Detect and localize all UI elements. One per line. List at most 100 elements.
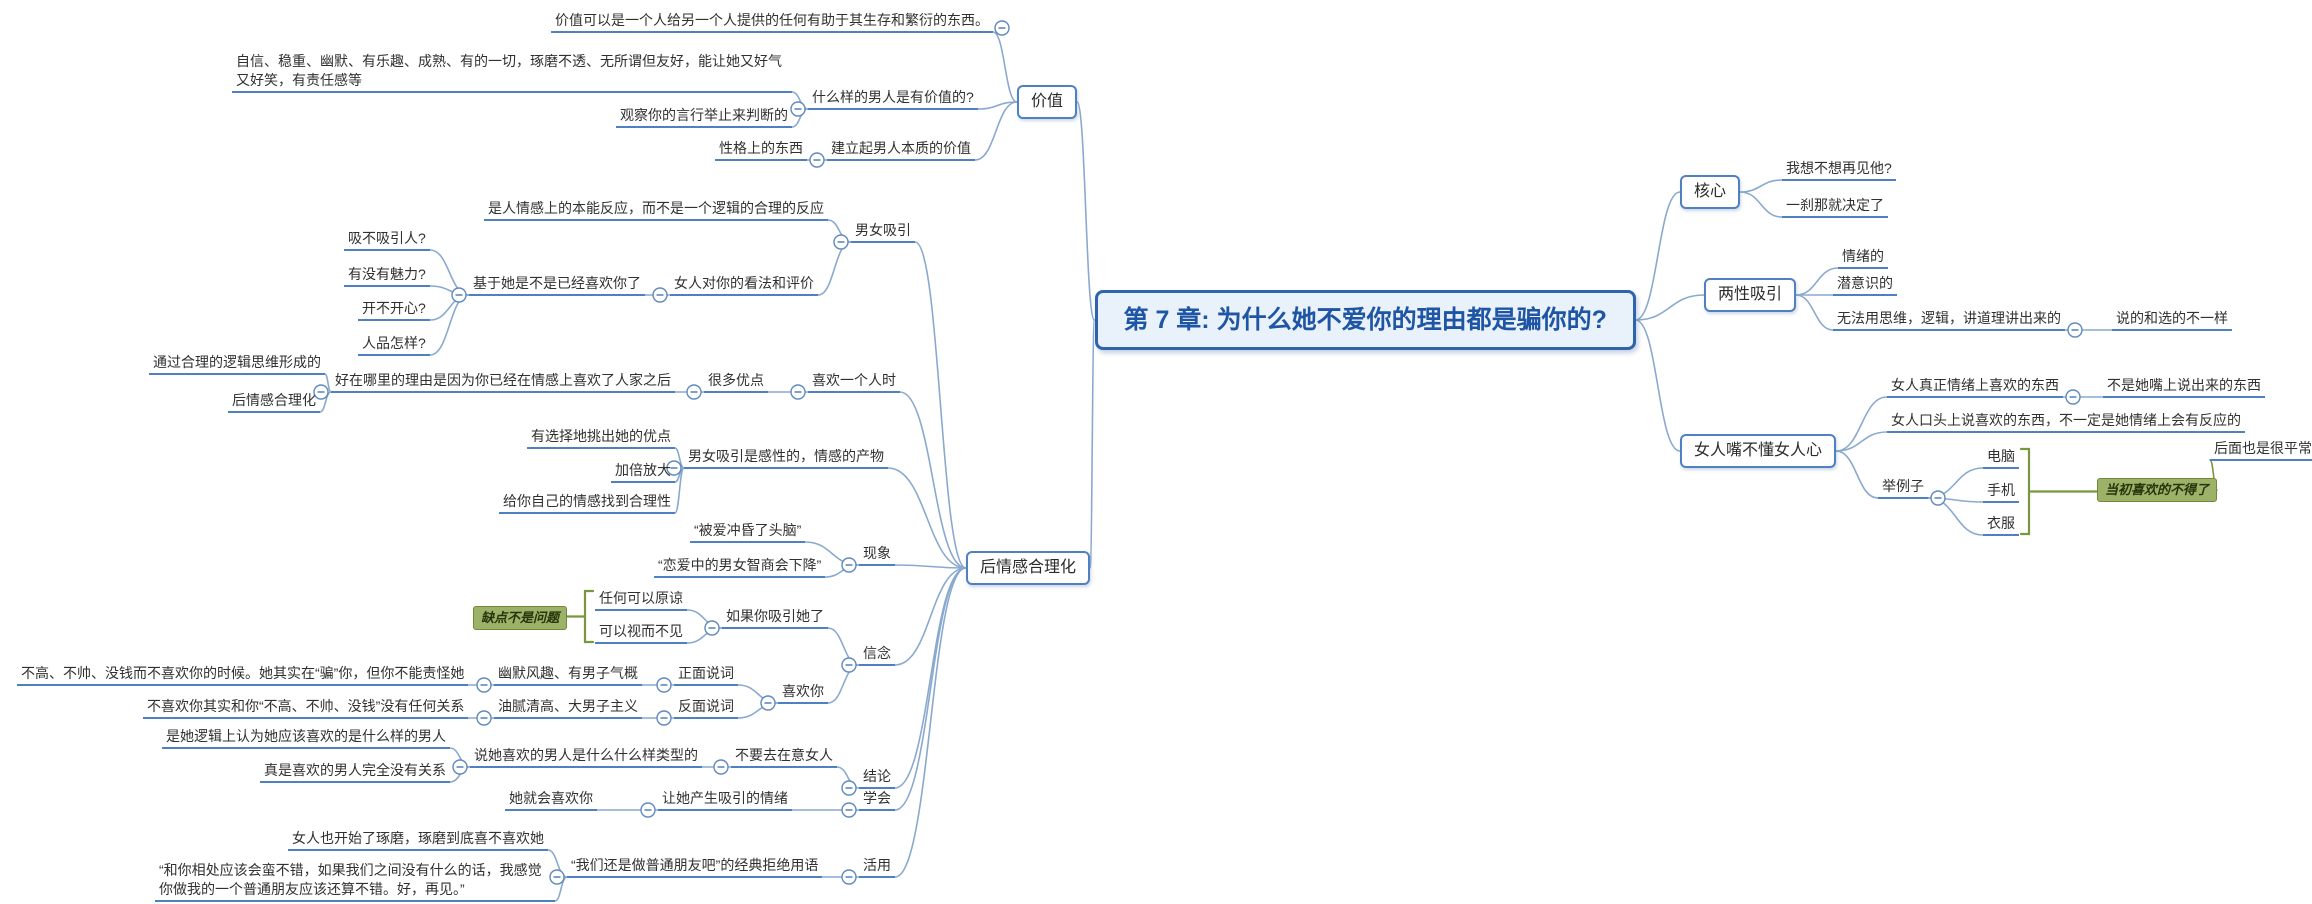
topic-xh[interactable]: 学会: [859, 789, 895, 811]
collapse-icon[interactable]: [2067, 322, 2083, 338]
topic-hexin[interactable]: 核心: [1680, 175, 1741, 209]
collapse-icon[interactable]: [809, 152, 825, 168]
topic-liangxing[interactable]: 两性吸引: [1704, 278, 1797, 312]
topic-l2[interactable]: 潜意识的: [1833, 274, 1897, 296]
topic-ph2[interactable]: “恋爱中的男女智商会下降”: [654, 556, 826, 578]
collapse-icon[interactable]: [713, 759, 729, 775]
topic-m1b1[interactable]: 基于她是不是已经喜欢你了: [469, 274, 645, 296]
collapse-icon[interactable]: [790, 384, 806, 400]
topic-ph1[interactable]: “被爱冲昏了头脑”: [690, 521, 806, 543]
collapse-icon[interactable]: [841, 780, 857, 796]
topic-bl2b1[interactable]: 油腻清高、大男子主义: [494, 697, 642, 719]
topic-bl[interactable]: 信念: [859, 644, 895, 666]
topic-n2[interactable]: 女人口头上说喜欢的东西，不一定是她情绪上会有反应的: [1887, 411, 2245, 433]
topic-m1b1a[interactable]: 吸不吸引人?: [344, 229, 430, 251]
collapse-icon[interactable]: [841, 802, 857, 818]
collapse-icon[interactable]: [656, 710, 672, 726]
collapse-icon[interactable]: [841, 869, 857, 885]
topic-m1a[interactable]: 是人情感上的本能反应，而不是一个逻辑的合理的反应: [484, 199, 828, 221]
collapse-icon[interactable]: [841, 557, 857, 573]
topic-v1[interactable]: 价值可以是一个人给另一个人提供的任何有助于其生存和繁衍的东西。: [551, 11, 993, 33]
topic-cl1a2[interactable]: 真是喜欢的男人完全没有关系: [260, 761, 450, 783]
collapse-icon[interactable]: [451, 287, 467, 303]
topic-bl2b[interactable]: 反面说词: [674, 697, 738, 719]
collapse-icon[interactable]: [549, 869, 565, 885]
topic-v3[interactable]: 建立起男人本质的价值: [827, 139, 975, 161]
topic-g1[interactable]: 男女吸引是感性的，情感的产物: [684, 447, 888, 469]
topic-v2[interactable]: 什么样的男人是有价值的?: [808, 88, 978, 110]
collapse-icon[interactable]: [652, 287, 668, 303]
topic-nvren[interactable]: 女人嘴不懂女人心: [1680, 434, 1837, 468]
topic-hy1a[interactable]: 女人也开始了琢磨，琢磨到底喜不喜欢她: [288, 829, 548, 851]
collapse-icon[interactable]: [2065, 389, 2081, 405]
collapse-icon[interactable]: [841, 657, 857, 673]
topic-l1[interactable]: 情绪的: [1838, 247, 1888, 269]
topic-v2a[interactable]: 自信、稳重、幽默、有乐趣、成熟、有的一切，琢磨不透、无所谓但友好，能让她又好气又…: [232, 52, 792, 93]
branch-connector: [1835, 431, 1888, 452]
collapse-icon[interactable]: [666, 460, 682, 476]
topic-m1b1b[interactable]: 有没有魅力?: [344, 265, 430, 287]
collapse-icon[interactable]: [686, 384, 702, 400]
topic-v2b[interactable]: 观察你的言行举止来判断的: [616, 106, 792, 128]
topic-l3a[interactable]: 说的和选的不一样: [2112, 309, 2232, 331]
topic-x1a[interactable]: 很多优点: [704, 371, 768, 393]
collapse-icon[interactable]: [640, 802, 656, 818]
topic-n4[interactable]: 后面也是很平常: [2210, 439, 2312, 461]
topic-bl1b[interactable]: 可以视而不见: [595, 622, 687, 644]
topic-n3a[interactable]: 电脑: [1983, 447, 2019, 469]
collapse-icon[interactable]: [313, 384, 329, 400]
topic-green1[interactable]: 缺点不是问题: [473, 606, 568, 630]
topic-cl1a[interactable]: 说她喜欢的男人是什么什么样类型的: [470, 746, 702, 768]
topic-bl2a1[interactable]: 幽默风趣、有男子气概: [494, 664, 642, 686]
topic-ph[interactable]: 现象: [859, 544, 895, 566]
topic-cl1a1[interactable]: 是她逻辑上认为她应该喜欢的是什么样的男人: [162, 727, 450, 749]
topic-hy[interactable]: 活用: [859, 856, 895, 878]
topic-x1a1c2[interactable]: 后情感合理化: [228, 391, 320, 413]
topic-l3[interactable]: 无法用思维，逻辑，讲道理讲出来的: [1833, 309, 2065, 331]
topic-bl2b1a[interactable]: 不喜欢你其实和你“不高、不帅、没钱”没有任何关系: [143, 697, 469, 719]
topic-v3a[interactable]: 性格上的东西: [715, 139, 807, 161]
topic-m1b[interactable]: 女人对你的看法和评价: [670, 274, 818, 296]
topic-g1c[interactable]: 给你自己的情感找到合理性: [499, 492, 675, 514]
topic-g1a[interactable]: 有选择地挑出她的优点: [527, 427, 675, 449]
topic-n1[interactable]: 女人真正情绪上喜欢的东西: [1887, 376, 2063, 398]
topic-hy1b[interactable]: “和你相处应该会蛮不错，如果我们之间没有什么的话，我感觉你做我的一个普通朋友应该…: [155, 861, 555, 902]
collapse-icon[interactable]: [452, 759, 468, 775]
collapse-icon[interactable]: [476, 710, 492, 726]
topic-n3c[interactable]: 衣服: [1983, 514, 2019, 536]
topic-n1a[interactable]: 不是她嘴上说出来的东西: [2103, 376, 2265, 398]
topic-houqinggan[interactable]: 后情感合理化: [966, 551, 1091, 585]
topic-jiazhi[interactable]: 价值: [1017, 85, 1078, 119]
collapse-icon[interactable]: [476, 677, 492, 693]
collapse-icon[interactable]: [656, 677, 672, 693]
collapse-icon[interactable]: [833, 234, 849, 250]
topic-x1[interactable]: 喜欢一个人时: [808, 371, 900, 393]
topic-g1b[interactable]: 加倍放大: [611, 461, 675, 483]
topic-cl1[interactable]: 不要去在意女人: [731, 746, 837, 768]
collapse-icon[interactable]: [790, 101, 806, 117]
collapse-icon[interactable]: [1930, 490, 1946, 506]
topic-x1a1[interactable]: 好在哪里的理由是因为你已经在情感上喜欢了人家之后: [331, 371, 675, 393]
topic-h1[interactable]: 我想不想再见他?: [1782, 159, 1896, 181]
collapse-icon[interactable]: [994, 20, 1010, 36]
topic-x1a1c1[interactable]: 通过合理的逻辑思维形成的: [149, 353, 325, 375]
topic-bl1[interactable]: 如果你吸引她了: [722, 607, 828, 629]
topic-cl[interactable]: 结论: [859, 767, 895, 789]
topic-bl2a[interactable]: 正面说词: [674, 664, 738, 686]
topic-bl2a1a[interactable]: 不高、不帅、没钱而不喜欢你的时候。她其实在“骗”你，但你不能责怪她: [17, 664, 469, 686]
topic-m1b1d[interactable]: 人品怎样?: [358, 334, 430, 356]
topic-xh1a[interactable]: 她就会喜欢你: [505, 789, 597, 811]
topic-bl2[interactable]: 喜欢你: [778, 682, 828, 704]
collapse-icon[interactable]: [760, 695, 776, 711]
topic-xh1[interactable]: 让她产生吸引的情绪: [658, 789, 792, 811]
topic-m1b1c[interactable]: 开不开心?: [358, 299, 430, 321]
topic-bl1a[interactable]: 任何可以原谅: [595, 589, 687, 611]
topic-m1[interactable]: 男女吸引: [851, 221, 915, 243]
topic-h2[interactable]: 一刹那就决定了: [1782, 196, 1888, 218]
topic-green2[interactable]: 当初喜欢的不得了: [2097, 478, 2218, 502]
topic-n3b[interactable]: 手机: [1983, 481, 2019, 503]
topic-center[interactable]: 第 7 章: 为什么她不爱你的理由都是骗你的?: [1094, 290, 1636, 350]
topic-n3[interactable]: 举例子: [1878, 477, 1928, 499]
topic-hy1[interactable]: “我们还是做普通朋友吧”的经典拒绝用语: [567, 856, 823, 878]
collapse-icon[interactable]: [704, 620, 720, 636]
